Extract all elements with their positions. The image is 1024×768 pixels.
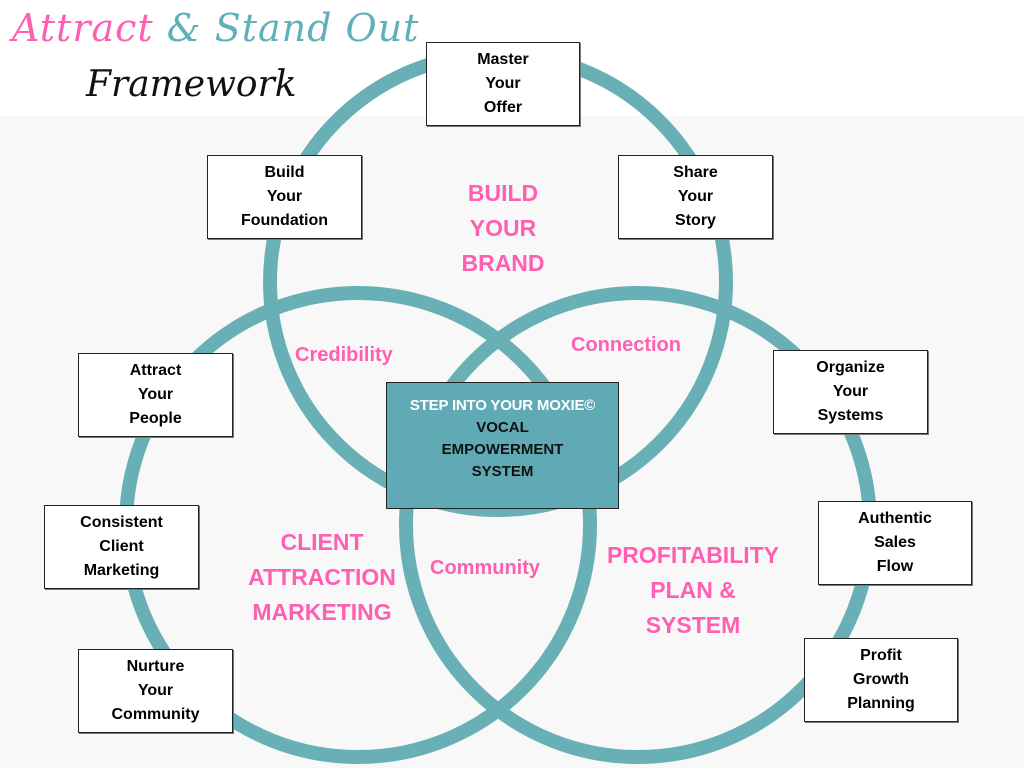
title-line-1: Attract & Stand Out (12, 6, 419, 50)
box-line: Profit (860, 647, 902, 664)
box-line: Growth (853, 671, 909, 688)
box-line: Nurture (126, 658, 185, 675)
center-line: EMPOWERMENT (441, 441, 564, 458)
center-brand: STEP INTO YOUR MOXIE© (409, 397, 596, 414)
box-line: Marketing (83, 562, 160, 579)
overlap-connection: Connection (571, 334, 681, 356)
label-line: ATTRACTION (248, 564, 396, 590)
box-line: Sales (874, 534, 916, 551)
label-line: CLIENT (280, 529, 364, 555)
label-line: MARKETING (252, 599, 392, 625)
box-line: Story (675, 212, 716, 229)
label-line: YOUR (469, 215, 537, 241)
label-build-your-brand: BUILD YOUR BRAND (448, 176, 558, 281)
box-line: Attract (129, 362, 182, 379)
box-profit-growth-planning: Profit Growth Planning (804, 638, 958, 722)
box-attract-your-people: Attract Your People (78, 353, 233, 437)
box-line: Your (266, 188, 303, 205)
center-line: VOCAL (476, 419, 529, 436)
box-line: Systems (817, 407, 884, 424)
label-line: BUILD (467, 180, 539, 206)
box-consistent-client-marketing: Consistent Client Marketing (44, 505, 199, 589)
box-line: Client (99, 538, 144, 555)
box-line: Your (485, 75, 521, 92)
box-nurture-your-community: Nurture Your Community (78, 649, 233, 733)
box-line: Build (264, 164, 305, 181)
title-stand-out: & Stand Out (166, 6, 420, 50)
box-line: Organize (816, 359, 885, 376)
box-line: Offer (483, 99, 523, 116)
box-line: Your (677, 188, 714, 205)
label-line: PROFITABILITY (606, 542, 780, 568)
box-line: Your (832, 383, 869, 400)
center-line: SYSTEM (471, 463, 534, 480)
title-framework: Framework (86, 64, 297, 105)
box-line: Share (673, 164, 718, 181)
box-line: Your (137, 682, 174, 699)
overlap-community: Community (430, 557, 540, 579)
box-line: Foundation (240, 212, 329, 229)
box-line: Planning (847, 695, 915, 712)
box-share-your-story: Share Your Story (618, 155, 773, 239)
center-vocal-empowerment-system: STEP INTO YOUR MOXIE© VOCAL EMPOWERMENT … (386, 382, 619, 509)
label-profitability-plan-system: PROFITABILITY PLAN & SYSTEM (590, 538, 796, 643)
box-master-your-offer: Master Your Offer (426, 42, 580, 126)
label-line: PLAN & (650, 577, 736, 603)
title-attract: Attract (12, 6, 154, 50)
overlap-credibility: Credibility (295, 344, 393, 366)
box-line: Your (137, 386, 174, 403)
box-line: Master (477, 51, 529, 68)
label-client-attraction-marketing: CLIENT ATTRACTION MARKETING (232, 525, 412, 630)
box-line: Community (111, 706, 200, 723)
box-line: Authentic (858, 510, 932, 527)
box-build-your-foundation: Build Your Foundation (207, 155, 362, 239)
box-line: Consistent (80, 514, 163, 531)
box-line: People (129, 410, 182, 427)
label-line: BRAND (461, 250, 545, 276)
box-line: Flow (876, 558, 914, 575)
box-organize-your-systems: Organize Your Systems (773, 350, 928, 434)
label-line: SYSTEM (645, 612, 741, 638)
box-authentic-sales-flow: Authentic Sales Flow (818, 501, 972, 585)
